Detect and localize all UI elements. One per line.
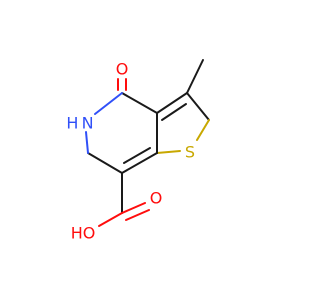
bond-c3-c2: [186, 92, 210, 121]
bond-c6-n5: [85, 131, 89, 154]
acid-hydroxyl-label: HO: [71, 224, 96, 243]
bond-c3a-c3-outer: [156, 92, 188, 114]
bond-c7a-c7-outer: [121, 152, 158, 174]
acid-carbonyl-oxygen-label: O: [150, 189, 163, 208]
ring-nitrogen-label: H N: [66, 114, 93, 133]
bond-c3-methyl: [186, 59, 204, 94]
ketone-oxygen-label: O: [116, 60, 129, 79]
bond-c7-c6: [87, 152, 123, 174]
bond-c2-s: [196, 119, 210, 141]
structure-svg: O H N S O HO: [66, 59, 210, 243]
bond-c7a-c7-inner: [123, 147, 151, 164]
bond-c8-oh: [98, 212, 123, 227]
bond-c3a-c3-inner: [161, 103, 187, 121]
bond-c8-o-b: [125, 209, 150, 221]
bond-c4-c3a: [121, 92, 158, 114]
sulfur-label: S: [185, 143, 195, 162]
bond-c8-o-a: [121, 202, 146, 214]
bond-n5-c4: [94, 92, 123, 115]
molecule-diagram: O H N S O HO: [66, 59, 210, 243]
bond-s-c7a: [156, 150, 181, 154]
